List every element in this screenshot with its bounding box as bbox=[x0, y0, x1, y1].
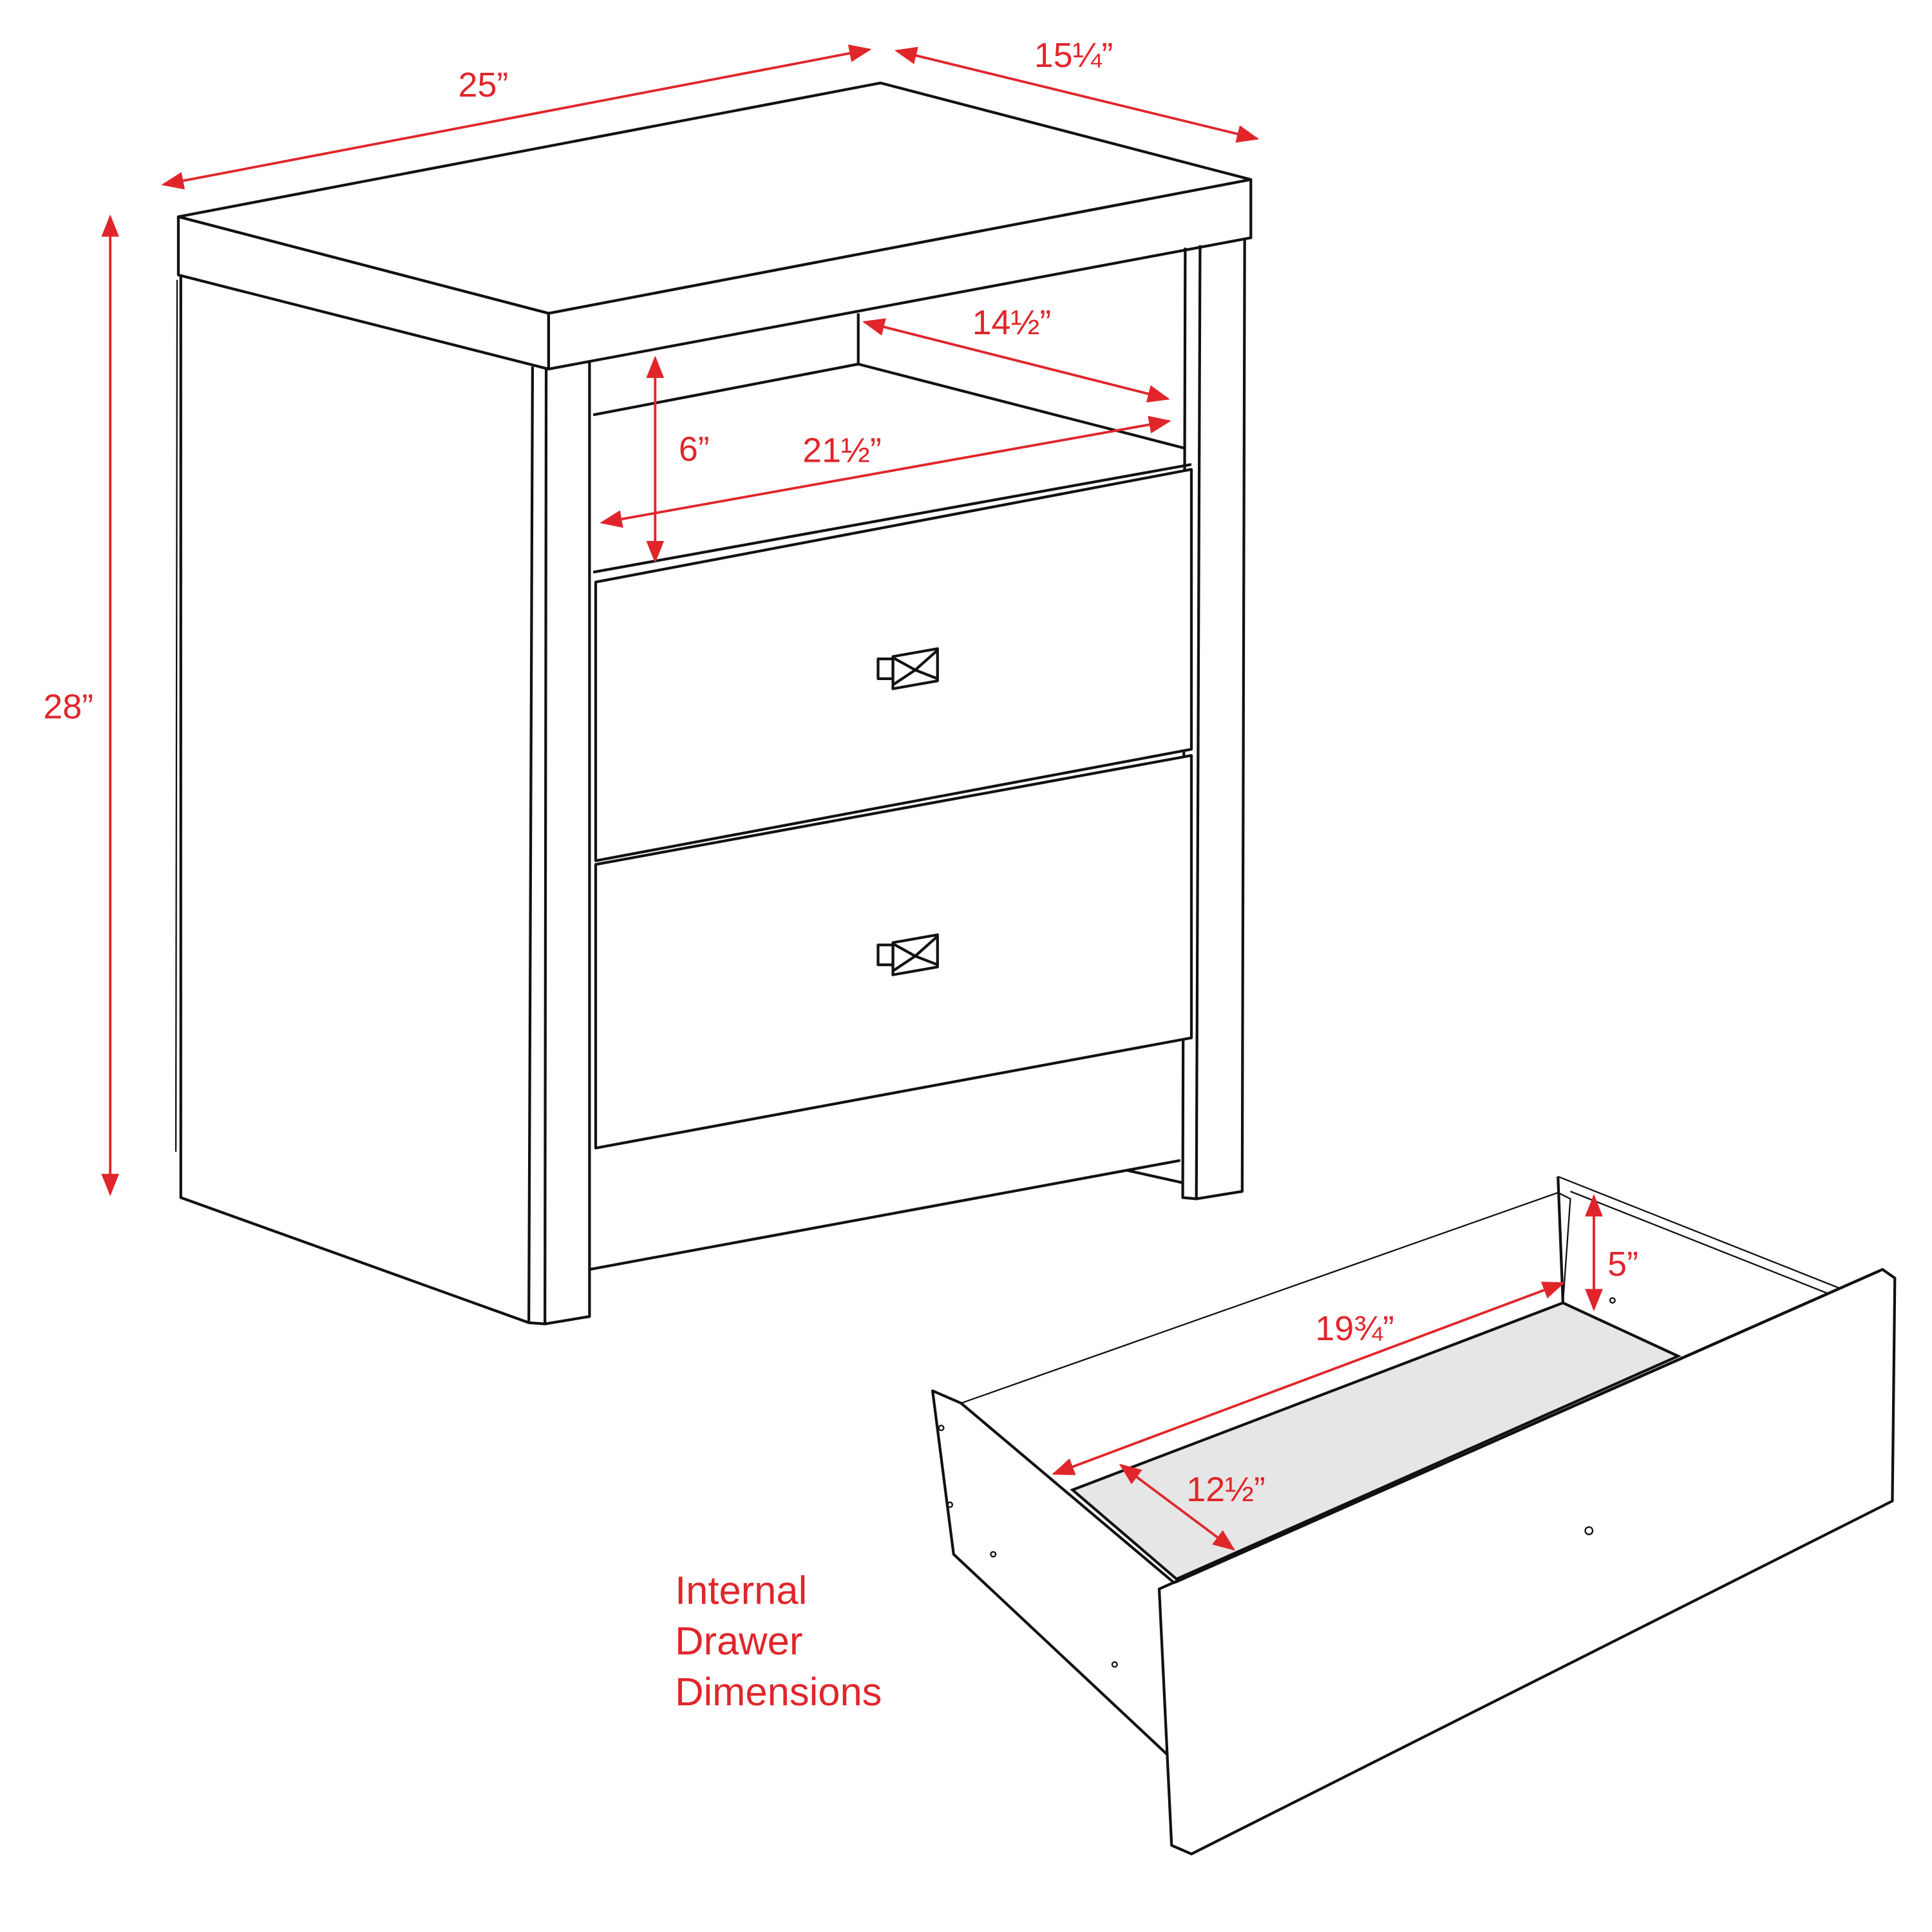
drawer-height-label: 5” bbox=[1607, 1245, 1638, 1283]
depth-label: 15¼” bbox=[1034, 36, 1113, 75]
dimension-lines bbox=[101, 44, 1603, 1551]
width-label: 25” bbox=[459, 66, 509, 104]
caption-line-1: Internal bbox=[675, 1568, 807, 1613]
caption-line-3: Dimensions bbox=[675, 1670, 882, 1714]
left-side-panel bbox=[179, 274, 529, 1324]
open-drawer bbox=[931, 1175, 1897, 1855]
drawer-depth-label: 12½” bbox=[1186, 1470, 1265, 1509]
drawer-handle-icon bbox=[876, 647, 939, 690]
top-front-edge bbox=[547, 178, 1253, 371]
dimension-labels: 25” 15¼” 28” 14½” 21½” 6” 5” 19¾” 12½” I… bbox=[43, 36, 1638, 1714]
shelf-width-label: 21½” bbox=[802, 431, 882, 469]
height-label: 28” bbox=[43, 687, 93, 726]
shelf-depth-label: 14½” bbox=[972, 303, 1052, 342]
left-front-post bbox=[527, 361, 591, 1325]
caption-line-2: Drawer bbox=[675, 1619, 802, 1663]
drawer-length-label: 19¾” bbox=[1315, 1309, 1394, 1348]
drawer-front-panel bbox=[1157, 1268, 1897, 1855]
drawer-left-side bbox=[931, 1389, 1176, 1760]
drawer-handle-icon bbox=[876, 933, 939, 976]
shelf-height-label: 6” bbox=[679, 430, 710, 468]
nightstand bbox=[175, 81, 1253, 1325]
